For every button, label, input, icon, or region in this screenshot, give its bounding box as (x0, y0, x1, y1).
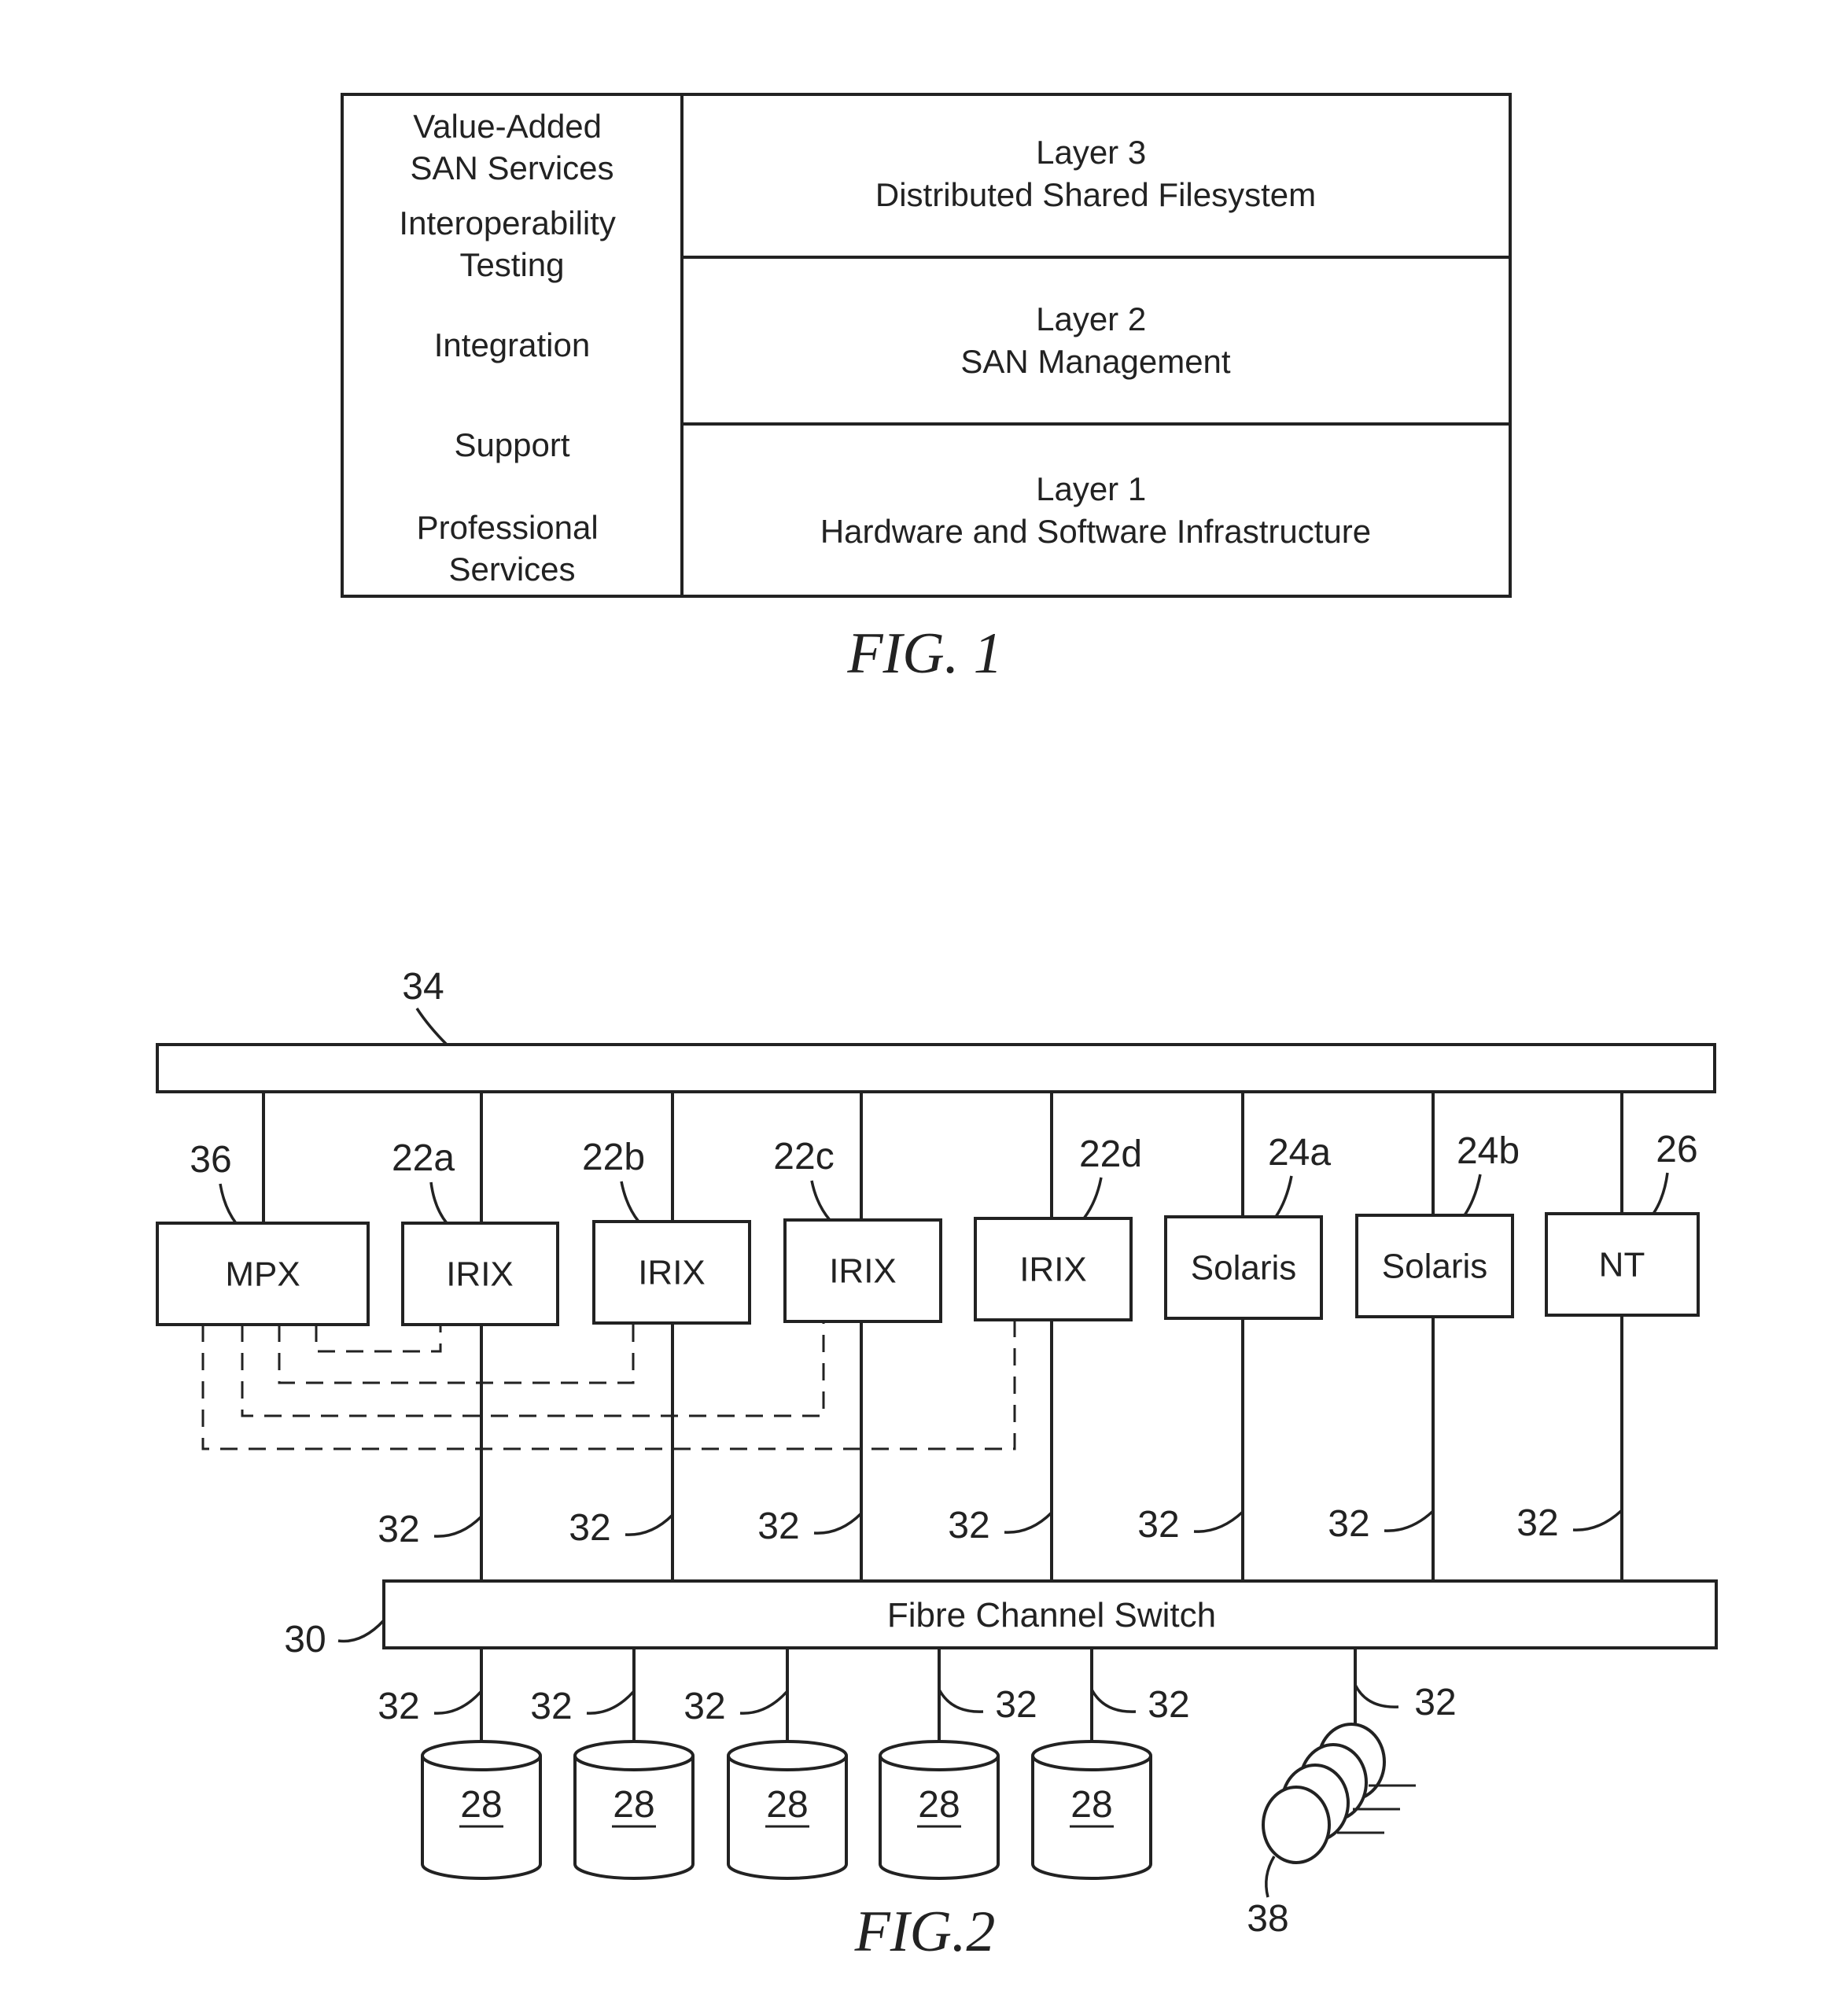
host-label-6: Solaris (1382, 1248, 1488, 1286)
host-ref-2: 22b (582, 1137, 645, 1178)
mpx-control-link-1 (279, 1323, 633, 1383)
service-value-added: Value-Added SAN Services (410, 108, 614, 186)
host-ref-leader-0 (220, 1184, 236, 1223)
service-support: Support (454, 426, 569, 463)
host-label-3: IRIX (829, 1252, 897, 1291)
fibre-channel-switch-label: Fibre Channel Switch (887, 1596, 1216, 1635)
host-ref-leader-6 (1465, 1174, 1480, 1215)
host-ref-5: 24a (1268, 1132, 1331, 1174)
host-ref-6: 24b (1457, 1130, 1520, 1172)
fig2-caption: FIG.2 (854, 1900, 996, 1964)
switch-ref-30: 30 (284, 1619, 326, 1660)
switch-ref-leader (338, 1620, 384, 1641)
service-professional-services: Professional Services (417, 509, 608, 588)
host-ref-4: 22d (1079, 1133, 1142, 1175)
tape-library (1263, 1724, 1384, 1863)
tape-reel-3 (1263, 1787, 1329, 1863)
link-ref-upper-leader-0 (434, 1517, 481, 1536)
mpx-control-link-2 (242, 1321, 824, 1416)
link-ref-upper-6: 32 (1516, 1502, 1558, 1544)
link-ref-tape-leader (1355, 1685, 1398, 1707)
host-ref-3: 22c (773, 1136, 834, 1178)
host-label-7: NT (1599, 1246, 1645, 1284)
link-ref-upper-3: 32 (948, 1505, 989, 1546)
bus-ref-leader (417, 1008, 447, 1045)
link-ref-lower-4: 32 (1148, 1684, 1189, 1726)
host-label-0: MPX (225, 1255, 300, 1294)
fig1-caption: FIG. 1 (846, 621, 1002, 686)
fig1-diagram: Value-Added SAN Services Interoperabilit… (0, 0, 1835, 708)
link-ref-upper-1: 32 (569, 1507, 610, 1549)
disk-top-0 (422, 1741, 540, 1770)
link-ref-lower-leader-2 (740, 1691, 787, 1713)
host-label-1: IRIX (446, 1255, 514, 1294)
host-ref-7: 26 (1656, 1129, 1697, 1170)
host-ref-leader-5 (1276, 1176, 1292, 1217)
disk-top-3 (880, 1741, 998, 1770)
disk-ref-3: 28 (918, 1784, 960, 1826)
disk-ref-4: 28 (1070, 1784, 1112, 1826)
host-label-5: Solaris (1191, 1249, 1297, 1288)
link-ref-lower-leader-3 (939, 1690, 983, 1712)
bus-ref-34: 34 (402, 966, 444, 1008)
disk-top-2 (728, 1741, 846, 1770)
host-ref-0: 36 (190, 1139, 231, 1181)
link-ref-upper-leader-6 (1573, 1510, 1622, 1530)
link-ref-lower-leader-4 (1092, 1690, 1136, 1712)
link-ref-upper-leader-3 (1004, 1513, 1052, 1532)
link-ref-upper-leader-4 (1194, 1512, 1243, 1531)
link-ref-upper-leader-1 (625, 1515, 672, 1535)
link-ref-upper-leader-5 (1384, 1511, 1433, 1531)
host-ref-1: 22a (392, 1137, 455, 1179)
disk-ref-2: 28 (766, 1784, 808, 1826)
network-bus (157, 1045, 1715, 1092)
host-label-2: IRIX (638, 1254, 706, 1292)
link-ref-lower-1: 32 (530, 1686, 572, 1727)
link-ref-lower-0: 32 (378, 1686, 419, 1727)
link-ref-lower-2: 32 (684, 1686, 725, 1727)
layer-2-label: Layer 2 SAN Management (960, 300, 1231, 380)
disk-top-4 (1033, 1741, 1151, 1770)
host-ref-leader-1 (431, 1182, 447, 1223)
link-ref-lower-leader-1 (587, 1691, 634, 1713)
host-ref-leader-3 (812, 1181, 830, 1220)
disk-ref-0: 28 (460, 1784, 502, 1826)
host-ref-leader-7 (1653, 1173, 1667, 1214)
host-label-4: IRIX (1019, 1251, 1087, 1289)
layer-1-label: Layer 1 Hardware and Software Infrastruc… (820, 470, 1371, 550)
link-ref-lower-leader-0 (434, 1691, 481, 1713)
link-ref-lower-3: 32 (995, 1684, 1037, 1726)
service-interoperability-testing: Interoperability Testing (399, 205, 625, 283)
link-ref-upper-leader-2 (814, 1513, 861, 1533)
mpx-control-link-3 (203, 1320, 1015, 1449)
link-ref-upper-5: 32 (1328, 1503, 1369, 1545)
mpx-control-link-0 (316, 1325, 440, 1351)
link-ref-upper-4: 32 (1137, 1504, 1179, 1546)
tape-ref-leader (1266, 1856, 1274, 1897)
link-ref-upper-0: 32 (378, 1509, 419, 1550)
host-ref-leader-4 (1084, 1178, 1101, 1218)
disk-ref-1: 28 (613, 1784, 654, 1826)
link-ref-upper-2: 32 (757, 1506, 799, 1547)
tape-ref-38: 38 (1247, 1898, 1288, 1940)
layer-3-label: Layer 3 Distributed Shared Filesystem (875, 134, 1316, 213)
link-ref-tape: 32 (1414, 1682, 1456, 1723)
service-integration: Integration (434, 326, 590, 363)
host-ref-leader-2 (621, 1181, 639, 1222)
fig2-diagram: 34MPX 36IRIX 22aIRIX 22bIRIX 22cIRIX 22dSolar… (0, 928, 1835, 2016)
disk-top-1 (575, 1741, 693, 1770)
